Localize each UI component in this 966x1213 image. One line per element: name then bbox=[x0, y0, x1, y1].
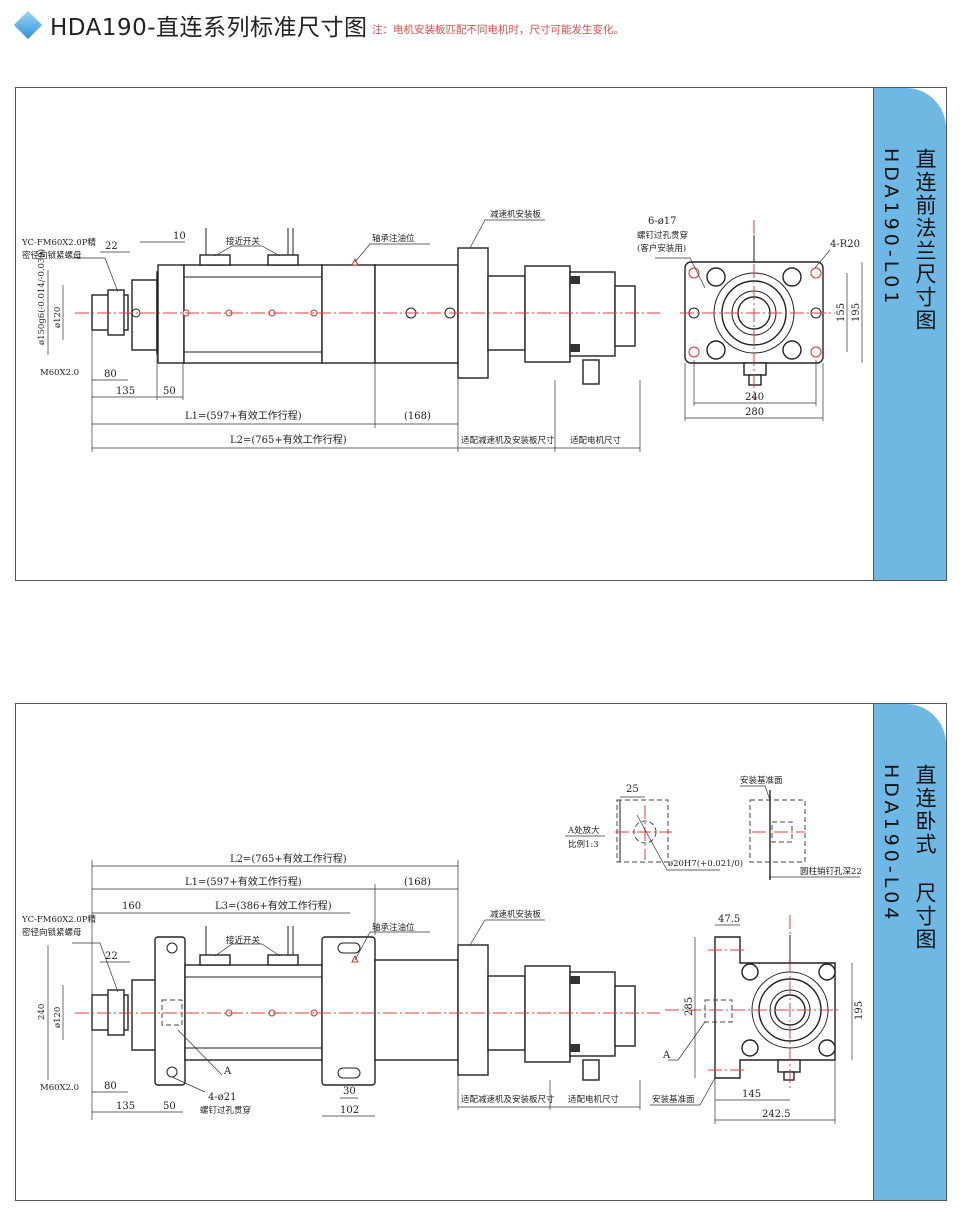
dim-30: 30 bbox=[343, 1086, 356, 1097]
dim-l1: L1=(597+有效工作行程) bbox=[185, 875, 302, 888]
actuator-side-view-bottom bbox=[75, 926, 660, 1086]
side-label: HDA190-L04 直连卧式 尺寸图 bbox=[873, 704, 946, 1200]
dim-10: 10 bbox=[173, 231, 186, 242]
holes-label: 4-ø21 bbox=[208, 1092, 237, 1103]
dim-50: 50 bbox=[163, 1101, 176, 1112]
pin-hole-label: ø20H7(+0.021/0) bbox=[668, 858, 743, 869]
dim-l3: L3=(386+有效工作行程) bbox=[215, 899, 332, 912]
page-header: HDA190-直连系列标准尺寸图 bbox=[12, 8, 368, 42]
dim-240: 240 bbox=[745, 392, 764, 403]
bearing-oil-label: 轴承注油位 bbox=[372, 922, 415, 933]
datum-bottom-label: 安装基准面 bbox=[652, 1094, 695, 1105]
proximity-switch-label: 接近开关 bbox=[226, 935, 261, 946]
dim-168: (168) bbox=[404, 411, 431, 422]
motor-dim-label: 适配电机尺寸 bbox=[570, 435, 622, 446]
holes-label: 6-ø17 bbox=[648, 216, 677, 227]
detail-scale: 比例1:3 bbox=[568, 839, 599, 850]
dim-l2: L2=(765+有效工作行程) bbox=[230, 433, 347, 446]
side-title: 直连前法兰尺寸图 bbox=[913, 148, 937, 332]
dim-195: 195 bbox=[851, 303, 862, 322]
dim-195: 195 bbox=[854, 1001, 865, 1020]
detail-title: A处放大 bbox=[567, 825, 600, 836]
holes-note-2: (客户安装用) bbox=[637, 243, 686, 254]
dim-160: 160 bbox=[122, 901, 141, 912]
dim-120: ø120 bbox=[53, 1007, 63, 1028]
dim-242-5: 242.5 bbox=[762, 1109, 791, 1120]
dim-80: 80 bbox=[104, 369, 117, 380]
dim-25: 25 bbox=[626, 784, 639, 795]
nut-label-2: 密径向锁紧螺母 bbox=[22, 250, 82, 261]
dimensions-bottom: L2=(765+有效工作行程) L1=(597+有效工作行程) (168) L3… bbox=[21, 852, 641, 1120]
dim-280: 280 bbox=[745, 407, 764, 418]
dim-50: 50 bbox=[163, 386, 176, 397]
datum-top-label: 安装基准面 bbox=[740, 775, 783, 786]
flange-end-view: 6-ø17 螺钉过孔贯穿 (客户安装用) 4-R20 240 280 155 1… bbox=[637, 216, 863, 421]
pin-depth-label: 圆柱销钉孔深22 bbox=[800, 866, 862, 877]
dim-l1: L1=(597+有效工作行程) bbox=[185, 409, 302, 422]
dim-155: 155 bbox=[836, 303, 847, 322]
holes-note: 螺钉过孔贯穿 bbox=[200, 1105, 251, 1116]
dim-240: 240 bbox=[37, 1004, 47, 1020]
dim-80: 80 bbox=[104, 1081, 117, 1092]
reducer-dim-label: 适配减速机及安装板尺寸 bbox=[461, 435, 555, 446]
bearing-oil-label: 轴承注油位 bbox=[372, 233, 415, 244]
reducer-plate-label: 减速机安装板 bbox=[490, 909, 542, 920]
proximity-switch-label: 接近开关 bbox=[226, 236, 261, 247]
dim-22: 22 bbox=[105, 241, 118, 252]
motor-dim-label: 适配电机尺寸 bbox=[568, 1094, 620, 1105]
dim-47-5: 47.5 bbox=[718, 914, 740, 925]
dim-285: 285 bbox=[684, 997, 695, 1016]
dim-145: 145 bbox=[742, 1089, 761, 1100]
reducer-plate-label: 减速机安装板 bbox=[490, 209, 542, 220]
detail-a: 25 A处放大 比例1:3 ø20H7(+0.021/0) 安装基准面 圆柱销钉… bbox=[565, 775, 862, 880]
holes-note-1: 螺钉过孔贯穿 bbox=[637, 230, 688, 241]
thread-label: M60X2.0 bbox=[40, 1083, 79, 1093]
side-code: HDA190-L04 bbox=[880, 764, 902, 924]
dim-150: ø150g6(-0.014/-0.039) bbox=[36, 249, 47, 345]
dim-120: ø120 bbox=[53, 307, 63, 328]
nut-label-1: YC-FM60X2.0P精 bbox=[21, 914, 97, 925]
thread-label: M60X2.0 bbox=[40, 368, 79, 378]
side-title: 直连卧式 尺寸图 bbox=[913, 764, 937, 951]
mark-a: A bbox=[223, 1066, 232, 1077]
dim-l2: L2=(765+有效工作行程) bbox=[230, 852, 347, 865]
panel-horizontal: HDA190-L04 直连卧式 尺寸图 bbox=[15, 703, 947, 1201]
dim-168: (168) bbox=[404, 877, 431, 888]
page-note: 注：电机安装板匹配不同电机时，尺寸可能发生变化。 bbox=[372, 24, 624, 36]
dim-102: 102 bbox=[340, 1105, 359, 1116]
dim-135: 135 bbox=[116, 1101, 135, 1112]
nut-label-2: 密径向锁紧螺母 bbox=[22, 927, 82, 938]
radius-label: 4-R20 bbox=[830, 239, 860, 250]
dim-135: 135 bbox=[116, 386, 135, 397]
side-label: HDA190-L01 直连前法兰尺寸图 bbox=[873, 88, 946, 580]
mark-a-end-view: A bbox=[662, 1050, 671, 1061]
nut-label-1: YC-FM60X2.0P精 bbox=[21, 237, 97, 248]
reducer-dim-label: 适配减速机及安装板尺寸 bbox=[461, 1094, 555, 1105]
dim-22: 22 bbox=[105, 951, 118, 962]
panel-front-flange: HDA190-L01 直连前法兰尺寸图 bbox=[15, 87, 947, 581]
horizontal-end-view: 47.5 285 195 145 242.5 A 安装基准面 bbox=[650, 914, 865, 1124]
dimensions-top: 10 22 80 135 50 L1=(597+有效工作行程) (168) L2… bbox=[21, 209, 641, 452]
side-code: HDA190-L01 bbox=[880, 148, 902, 308]
actuator-side-view-top bbox=[75, 228, 660, 385]
page-title: HDA190-直连系列标准尺寸图 bbox=[50, 15, 368, 41]
